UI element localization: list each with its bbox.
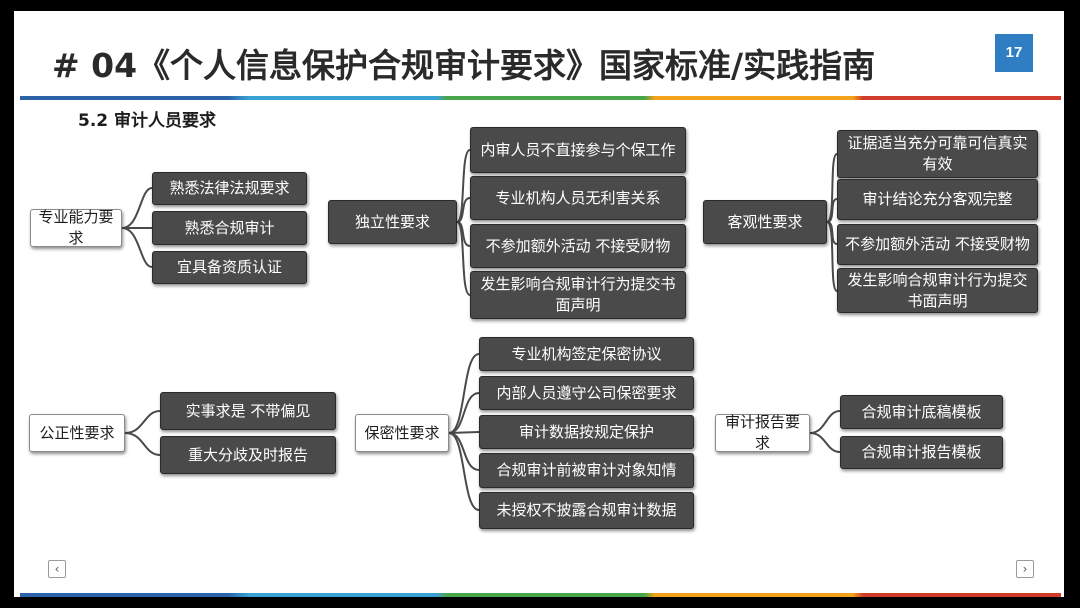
requirement-item: 不参加额外活动 不接受财物 (470, 224, 686, 268)
connector-line (809, 410, 841, 434)
requirement-item: 熟悉法律法规要求 (152, 172, 307, 205)
connector-line (826, 221, 838, 292)
connector-line (124, 432, 161, 456)
requirement-item: 熟悉合规审计 (152, 211, 307, 245)
requirement-item: 重大分歧及时报告 (160, 436, 336, 474)
connector-lines (121, 149, 841, 511)
requirement-item: 合规审计底稿模板 (840, 395, 1003, 429)
connector-line (448, 353, 480, 434)
requirement-item: 发生影响合规审计行为提交书面声明 (470, 271, 686, 319)
requirement-item: 合规审计前被审计对象知情 (479, 453, 694, 488)
connector-line (121, 187, 153, 229)
requirement-item: 审计数据按规定保护 (479, 415, 694, 449)
footer-divider (20, 593, 1061, 597)
group-root-competence: 专业能力要求 (30, 208, 122, 247)
connector-line (121, 227, 153, 268)
requirement-item: 专业机构人员无利害关系 (470, 176, 686, 220)
connector-line (448, 431, 480, 434)
section-heading: 5.2 审计人员要求 (78, 111, 217, 131)
requirement-item: 合规审计报告模板 (840, 436, 1003, 469)
connector-line (448, 432, 480, 511)
connector-line (809, 432, 841, 453)
connector-line (456, 197, 471, 223)
chevron-right-icon[interactable]: › (1016, 560, 1034, 578)
requirement-item: 宜具备资质认证 (152, 251, 307, 284)
requirement-item: 专业机构签定保密协议 (479, 337, 694, 371)
requirement-item: 发生影响合规审计行为提交书面声明 (837, 268, 1038, 313)
group-root-objectivity: 客观性要求 (703, 200, 827, 244)
slide: # 04《个人信息保护合规审计要求》国家标准/实践指南 17 5.2 审计人员要… (14, 11, 1064, 597)
requirement-item: 审计结论充分客观完整 (837, 179, 1038, 220)
connector-line (448, 432, 480, 471)
connector-line (456, 221, 471, 296)
group-root-fairness: 公正性要求 (29, 414, 125, 452)
connector-line (124, 410, 161, 434)
requirement-item: 不参加额外活动 不接受财物 (837, 224, 1038, 265)
slide-title: # 04《个人信息保护合规审计要求》国家标准/实践指南 (52, 46, 876, 85)
header-divider (20, 96, 1061, 100)
requirement-item: 内部人员遵守公司保密要求 (479, 376, 694, 410)
requirement-item: 实事求是 不带偏见 (160, 392, 336, 430)
group-root-independence: 独立性要求 (328, 200, 457, 244)
group-root-audit-report: 审计报告要求 (715, 413, 810, 452)
group-root-confidentiality: 保密性要求 (355, 414, 449, 452)
requirement-item: 内审人员不直接参与个保工作 (470, 127, 686, 173)
chevron-left-icon[interactable]: ‹ (48, 560, 66, 578)
page-number-badge: 17 (995, 34, 1033, 72)
connector-line (448, 392, 480, 434)
requirement-item: 证据适当充分可靠可信真实有效 (837, 130, 1038, 178)
requirement-item: 未授权不披露合规审计数据 (479, 492, 694, 529)
